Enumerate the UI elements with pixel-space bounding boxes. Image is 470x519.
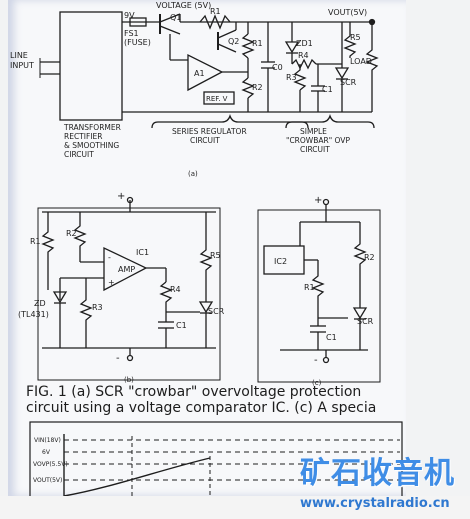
label-rectifier: RECTIFIER (64, 132, 102, 141)
label-fs1: FS1 (124, 29, 139, 38)
label-b-c1: C1 (176, 321, 187, 330)
label-b-plus-in: + (108, 278, 115, 287)
label-scr: SCR (340, 78, 357, 87)
label-r2: R2 (252, 83, 263, 92)
label-c-ic2: IC2 (274, 257, 287, 266)
graph-label-vin: VIN(18V) (34, 437, 61, 444)
comparator-a1 (187, 53, 224, 92)
graph-label-vovp: VOVP(5.5V) (33, 461, 68, 468)
label-b-zd: ZD (34, 299, 46, 308)
label-c-r2: R2 (364, 253, 375, 262)
label-series-circuit: CIRCUIT (190, 136, 220, 145)
label-smoothing: & SMOOTHING (64, 141, 119, 150)
watermark-url: www.crystalradio.cn (300, 496, 450, 511)
label-b-r5: R5 (210, 251, 221, 260)
label-b-tl431: (TL431) (18, 310, 49, 319)
fuse-fs1 (129, 17, 147, 27)
label-zd1: ZD1 (296, 39, 313, 48)
caption-line-1: FIG. 1 (a) SCR "crowbar" overvoltage pro… (26, 384, 362, 400)
figure-c (257, 198, 381, 383)
panel-label-c: (c) (312, 379, 322, 387)
site-watermark: 矿石收音机 www.crystalradio.cn (300, 456, 468, 514)
figure-b (37, 196, 221, 381)
watermark-title: 矿石收音机 (300, 456, 455, 491)
label-b-r1: R1 (30, 237, 41, 246)
label-c-c1: C1 (326, 333, 337, 342)
label-line: LINE (10, 51, 28, 60)
bottom-toolbar-strip (0, 496, 470, 519)
screen-area (8, 0, 406, 496)
caption-line-2: circuit using a voltage comparator IC. (… (26, 400, 377, 416)
label-b-minus-in: - (108, 253, 111, 262)
graph-label-vout: VOUT(5V) (33, 477, 62, 484)
label-a1: A1 (194, 69, 205, 78)
label-r1: R1 (210, 7, 221, 16)
label-fuse: (FUSE) (124, 38, 151, 47)
label-c-scr: SCR (357, 317, 374, 326)
ref-voltage-box (203, 91, 235, 105)
panel-label-a: (a) (188, 170, 198, 178)
label-b-plus: + (117, 191, 125, 202)
label-c-plus: + (314, 195, 322, 206)
figure-caption: FIG. 1 (a) SCR "crowbar" overvoltage pro… (26, 384, 406, 416)
label-ref: REF. V (206, 95, 228, 103)
label-b-amp: AMP (118, 265, 135, 274)
label-r1-vert: R1 (252, 39, 263, 48)
label-b-r2: R2 (66, 229, 77, 238)
label-b-scr: SCR (208, 307, 225, 316)
label-9v: 9V (124, 11, 135, 20)
label-q2: Q2 (228, 37, 239, 46)
label-vout: VOUT(5V) (328, 8, 367, 17)
label-q1: Q1 (170, 13, 181, 22)
label-crowbar-ovp: "CROWBAR" OVP (286, 136, 350, 145)
label-input: INPUT (10, 61, 34, 70)
panel-label-b: (b) (124, 376, 134, 384)
amp-ic1 (103, 246, 148, 292)
graph-label-6v: 6V (42, 449, 51, 456)
label-r4: R4 (298, 51, 309, 60)
figure-a (39, 11, 379, 129)
label-ovp-circuit: CIRCUIT (300, 145, 330, 154)
label-c1: C1 (322, 85, 333, 94)
label-b-ic1: IC1 (136, 248, 149, 257)
label-transformer: TRANSFORMER (63, 123, 121, 132)
label-series-regulator: SERIES REGULATOR (172, 127, 247, 136)
transformer-block (59, 11, 123, 121)
label-circuit-a: CIRCUIT (64, 150, 94, 159)
label-voltage: VOLTAGE (5V) (156, 1, 211, 10)
label-c-r1: R1 (304, 283, 315, 292)
label-b-minus: - (116, 353, 120, 364)
label-b-r4: R4 (170, 285, 181, 294)
label-c0: C0 (272, 63, 283, 72)
label-c-minus: - (314, 355, 318, 366)
label-r3: R3 (286, 73, 297, 82)
label-r5: R5 (350, 33, 361, 42)
label-simple: SIMPLE (300, 127, 327, 136)
label-b-r3: R3 (92, 303, 103, 312)
label-load: LOAD (350, 57, 372, 66)
